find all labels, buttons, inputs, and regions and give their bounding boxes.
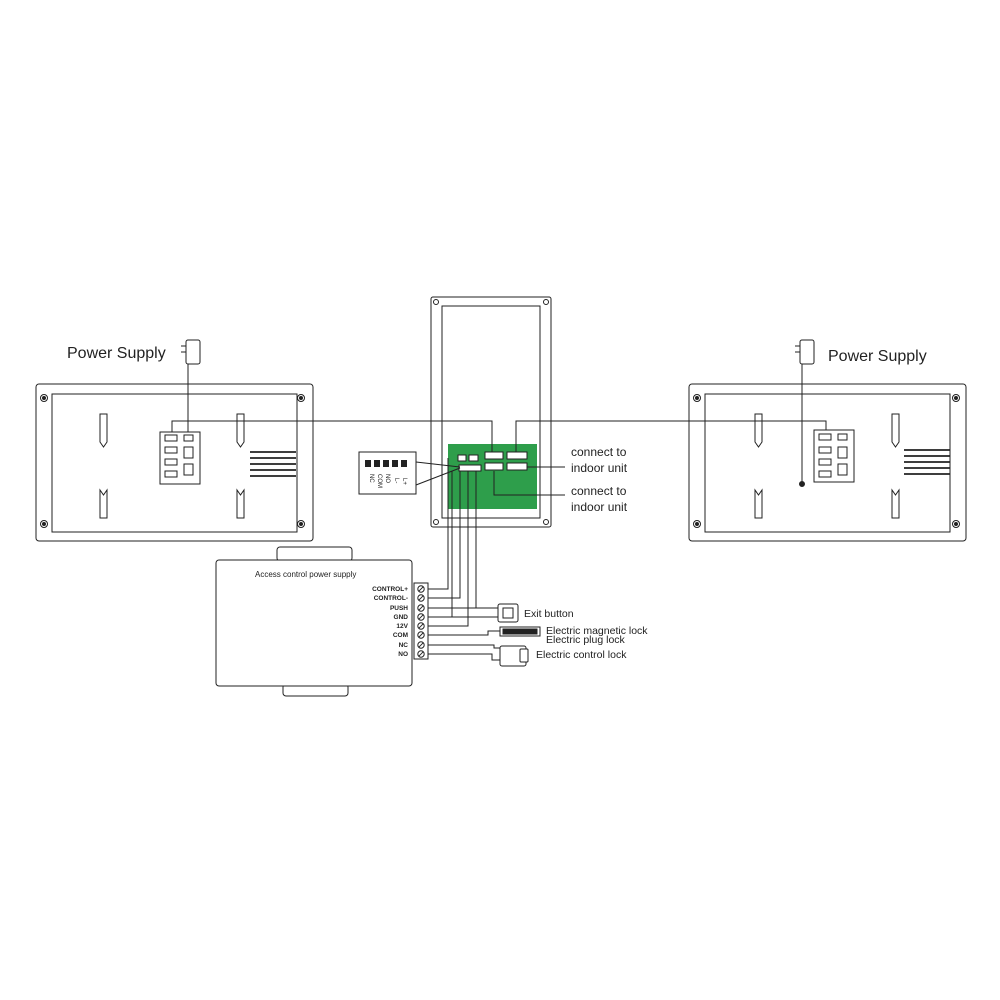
speaker-grille <box>250 451 296 477</box>
relay-label-l-plus: L+ <box>401 478 407 485</box>
pcb-connectors <box>457 451 528 472</box>
screw-holes <box>40 394 305 528</box>
connector-board <box>159 431 201 485</box>
terminal-label-gnd: GND <box>394 614 409 621</box>
access-control-title: Access control power supply <box>255 570 356 579</box>
magnetic-lock-icon <box>499 626 541 637</box>
wiring <box>171 420 827 661</box>
terminal-label-no: NO <box>398 651 408 658</box>
terminal-screws <box>417 585 425 658</box>
power-supply-label-right: Power Supply <box>828 348 927 365</box>
relay-label-no: NO <box>384 474 390 483</box>
terminal-label-nc: NC <box>399 642 409 649</box>
terminal-label-push: PUSH <box>390 605 408 612</box>
connect-indoor-label-1a: connect to <box>571 445 627 459</box>
terminal-label-com: COM <box>393 632 408 639</box>
relay-label-nc: NC <box>368 474 374 483</box>
terminal-strip <box>413 582 429 660</box>
control-lock-label: Electric control lock <box>536 649 627 661</box>
outdoor-station <box>430 296 552 528</box>
connector-blocks <box>164 434 194 478</box>
left-indoor-monitor <box>35 339 314 542</box>
relay-labels: L+ L- NO COM NC <box>368 474 407 488</box>
access-control-power-supply <box>215 546 429 697</box>
connect-indoor-label-2b: indoor unit <box>571 500 628 514</box>
power-adapter-icon <box>185 339 201 365</box>
terminal-label-control-minus: CONTROL- <box>374 595 408 602</box>
relay-terminal-box <box>358 451 417 495</box>
relay-label-com: COM <box>376 474 382 488</box>
right-indoor-monitor <box>688 339 967 542</box>
terminal-label-12v: 12V <box>396 623 408 630</box>
control-lock-icon <box>499 645 529 667</box>
magnetic-lock-label: Electric magnetic lock <box>546 625 648 637</box>
relay-label-l-minus: L- <box>393 478 399 483</box>
exit-button-label: Exit button <box>524 608 574 620</box>
connect-indoor-label-1b: indoor unit <box>571 461 628 475</box>
connect-indoor-label-2a: connect to <box>571 484 627 498</box>
power-supply-label-left: Power Supply <box>67 345 166 362</box>
terminal-label-control-plus: CONTROL+ <box>372 586 408 593</box>
power-adapter-icon <box>799 339 815 365</box>
mount-slots <box>99 413 245 519</box>
plug-lock-label: Electric plug lock <box>546 634 626 646</box>
exit-button-icon <box>497 603 519 623</box>
